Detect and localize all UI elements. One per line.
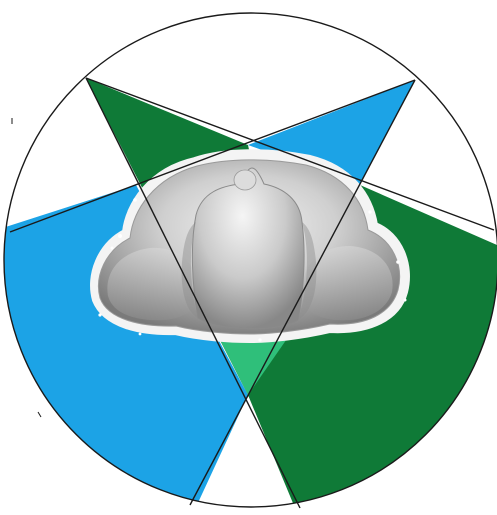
left-edge-tick-lower xyxy=(38,412,41,417)
mesh-top-nub xyxy=(234,170,256,190)
